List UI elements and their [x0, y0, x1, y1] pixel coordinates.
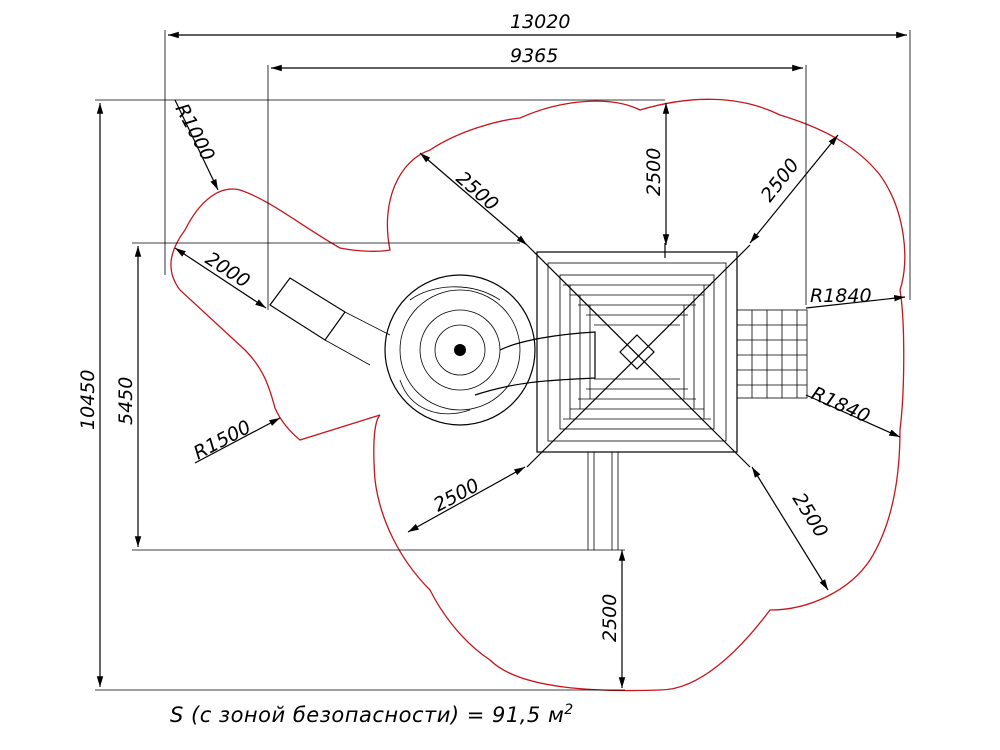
dimension-9365: 9365 — [510, 45, 558, 67]
dimension-2500-bottom: 2500 — [599, 594, 621, 642]
dimension-2500-bottom-right: 2500 — [788, 489, 832, 542]
tower — [526, 243, 751, 468]
straight-slide — [269, 277, 391, 366]
dimension-r1840-top: R1840 — [810, 285, 872, 307]
dimension-line-2000 — [174, 247, 267, 309]
roof-slats — [563, 284, 711, 420]
dimension-r1500: R1500 — [190, 416, 255, 464]
dimension-line-2500-top-right — [749, 134, 839, 244]
climbing-net — [736, 309, 808, 399]
dimension-2500-bottom-left: 2500 — [430, 474, 483, 516]
dimension-2500-top-right: 2500 — [757, 154, 804, 206]
dimension-r1000: R1000 — [171, 100, 219, 165]
dimension-2500-top-left: 2500 — [452, 167, 503, 215]
area-caption-superscript: 2 — [564, 702, 574, 718]
area-caption: S (с зоной безопасности) = 91,5 м2 — [170, 702, 574, 727]
leader-r1840-top — [805, 294, 906, 309]
dimension-13020: 13020 — [510, 11, 570, 33]
dimension-line-2500-bottom-right — [751, 466, 829, 591]
roof-ridge — [526, 244, 751, 468]
leader-r1500 — [194, 417, 281, 464]
dimension-line-2500-top-left — [419, 152, 528, 246]
dimension-2000: 2000 — [201, 248, 254, 293]
bottom-ladder — [587, 452, 619, 550]
dimension-10450: 10450 — [77, 370, 99, 430]
area-caption-text: S (с зоной безопасности) = 91,5 м — [170, 703, 565, 727]
dimension-5450: 5450 — [115, 377, 137, 425]
dimension-2500-top: 2500 — [643, 148, 665, 196]
spiral-slide — [384, 274, 596, 426]
dimension-line-2500-bottom-left — [407, 466, 526, 533]
leader-r1840-bottom — [805, 394, 901, 438]
dimension-r1840-bottom: R1840 — [808, 382, 873, 427]
leader-r1000 — [174, 99, 219, 191]
